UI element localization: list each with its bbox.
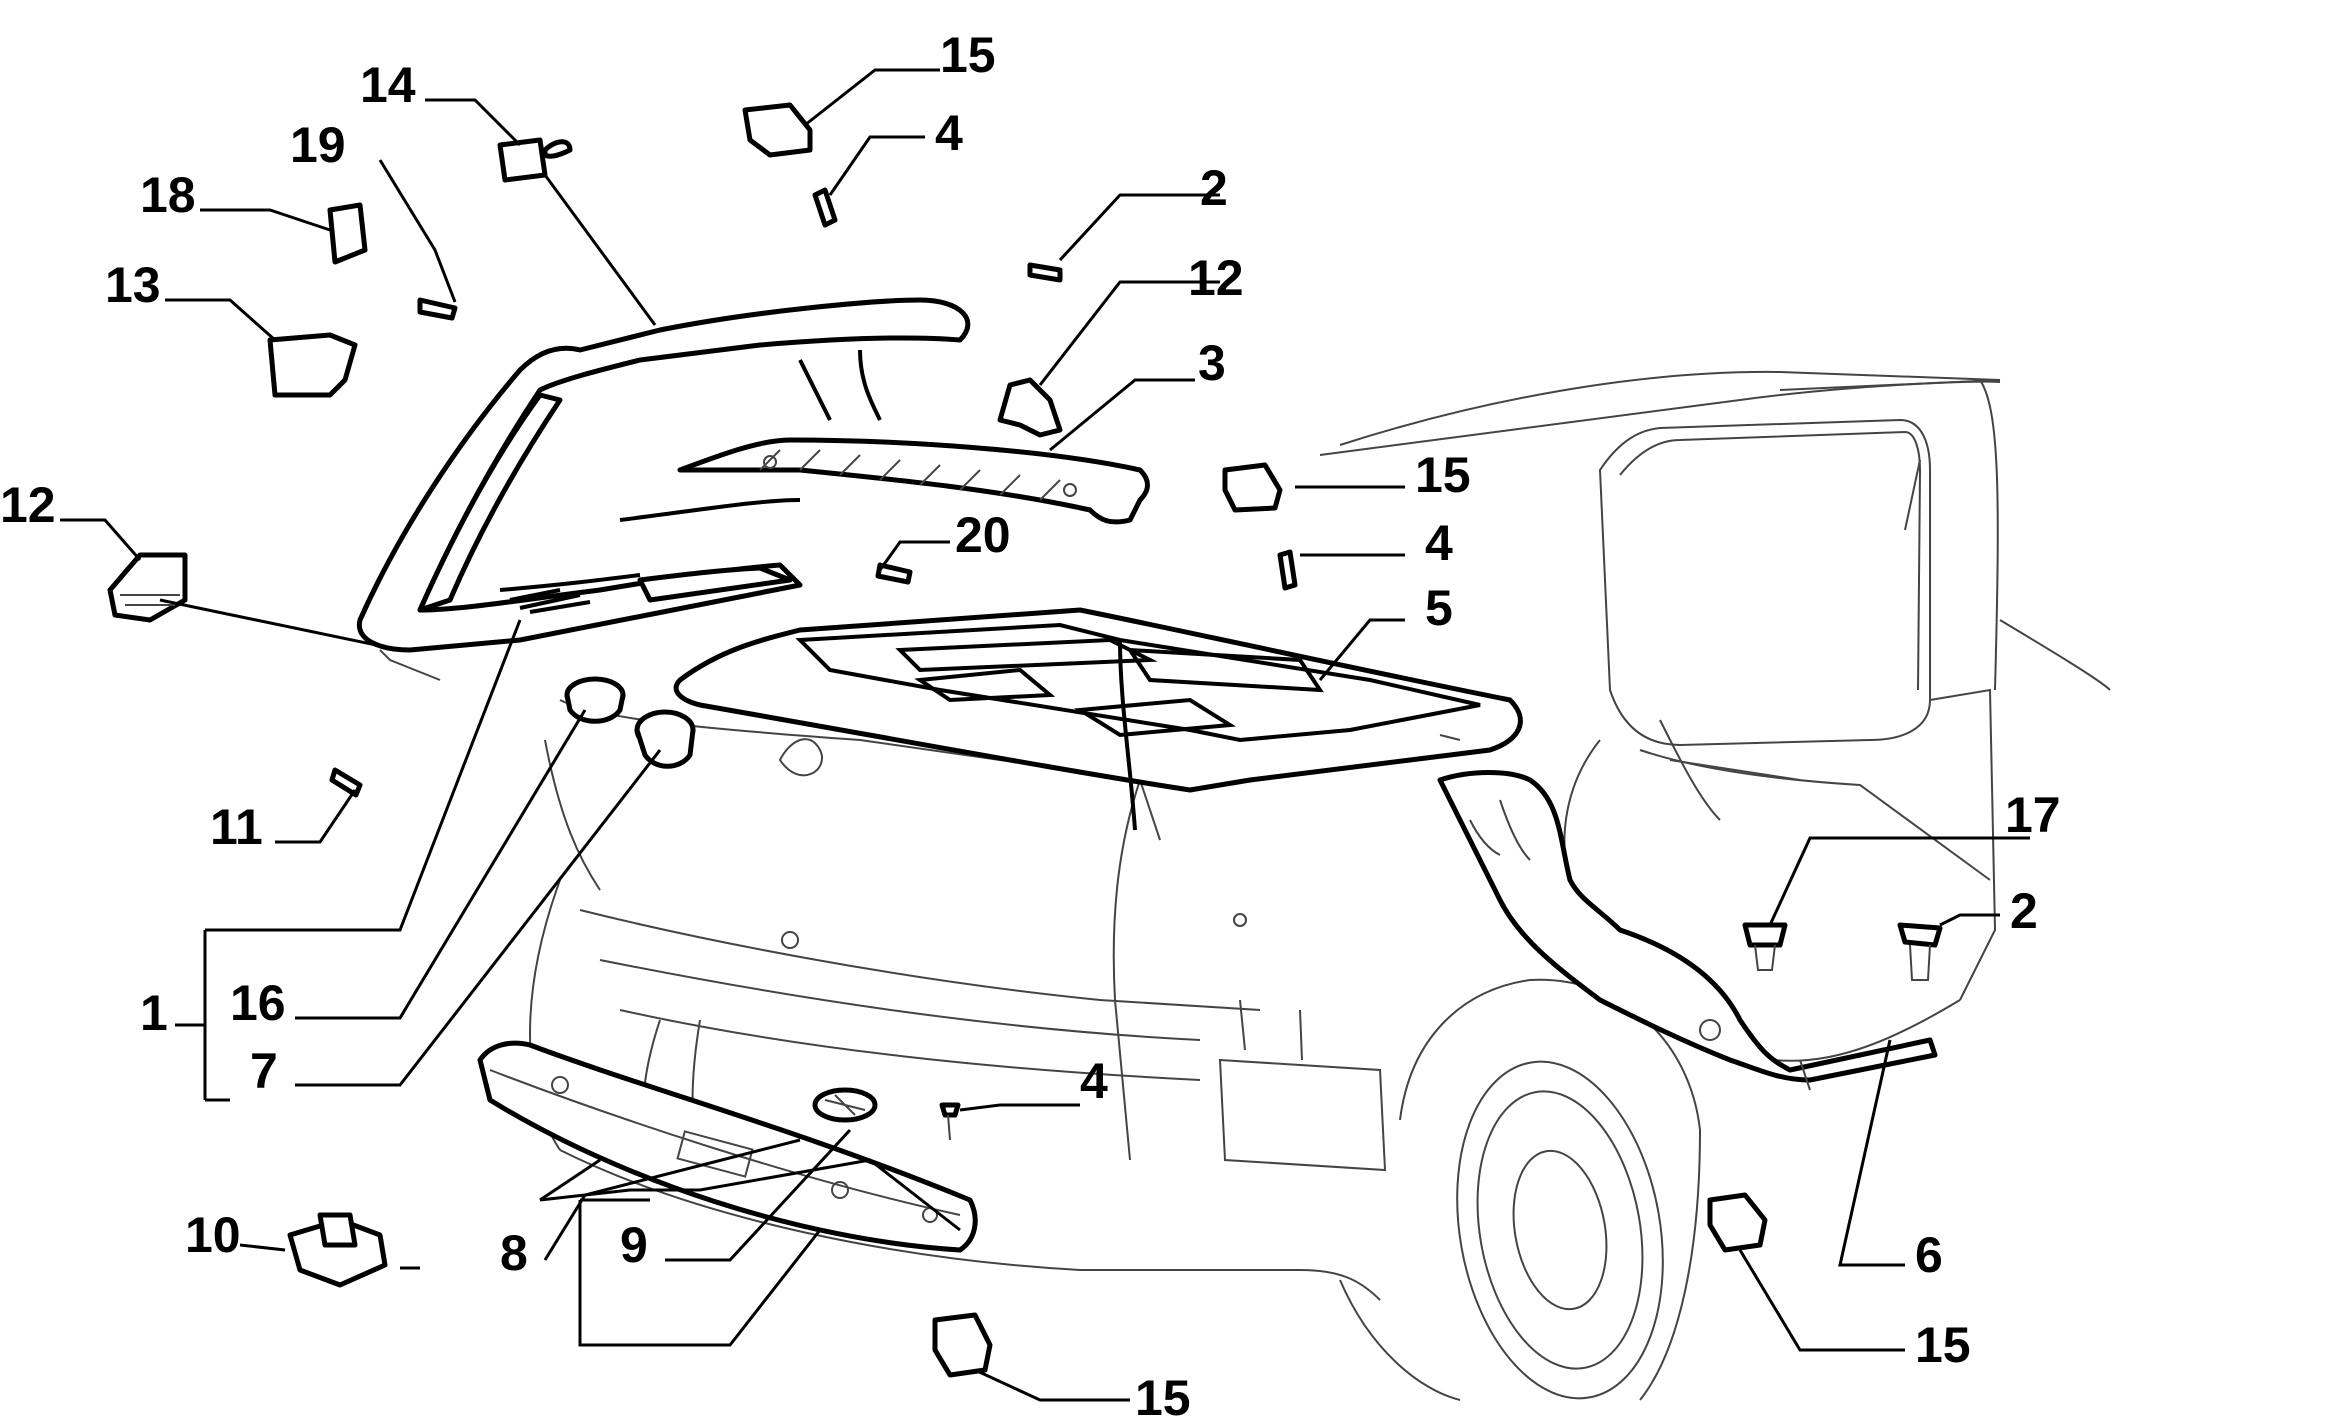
parcel-shelf: [673, 607, 1523, 831]
callout-11: 11: [210, 799, 263, 855]
callout-17: 17: [2005, 787, 2061, 843]
callout-15-bottom-right: 15: [1915, 1317, 1971, 1373]
callout-labels: 14 19 18 13 12 11 1 16 7 10 8 9 15 4 2 1…: [0, 27, 2061, 1422]
callout-4-mid: 4: [1425, 515, 1453, 571]
callout-3: 3: [1198, 335, 1226, 391]
side-trim-panel: [1437, 770, 1938, 1091]
callout-10: 10: [185, 1207, 241, 1263]
callout-18: 18: [140, 167, 196, 223]
leader-lines: [60, 68, 2030, 1402]
callout-13: 13: [105, 257, 161, 313]
callout-5: 5: [1425, 580, 1453, 636]
callout-12-left: 12: [0, 477, 56, 533]
callout-2-top: 2: [1200, 160, 1228, 216]
callout-14: 14: [360, 57, 416, 113]
callout-8: 8: [500, 1225, 528, 1281]
callout-2-right: 2: [2010, 883, 2038, 939]
callout-15-top: 15: [940, 27, 996, 83]
callout-9: 9: [620, 1217, 648, 1273]
callout-6: 6: [1915, 1227, 1943, 1283]
callout-12-top: 12: [1188, 250, 1244, 306]
upper-tailgate-trim: [356, 297, 971, 681]
lower-rear-sill: [477, 1040, 978, 1253]
callout-15-mid: 15: [1415, 447, 1471, 503]
callout-1: 1: [140, 985, 168, 1041]
upper-cross-member: [677, 437, 1150, 525]
car-body-outline: [529, 370, 2111, 1401]
callout-16: 16: [230, 975, 286, 1031]
callout-7: 7: [250, 1043, 278, 1099]
callout-19: 19: [290, 117, 346, 173]
callout-15-bottom: 15: [1135, 1370, 1191, 1422]
callout-4-top: 4: [935, 105, 963, 161]
callout-4-bottom: 4: [1080, 1053, 1108, 1109]
callout-20: 20: [955, 507, 1011, 563]
small-parts: [107, 102, 1943, 1378]
